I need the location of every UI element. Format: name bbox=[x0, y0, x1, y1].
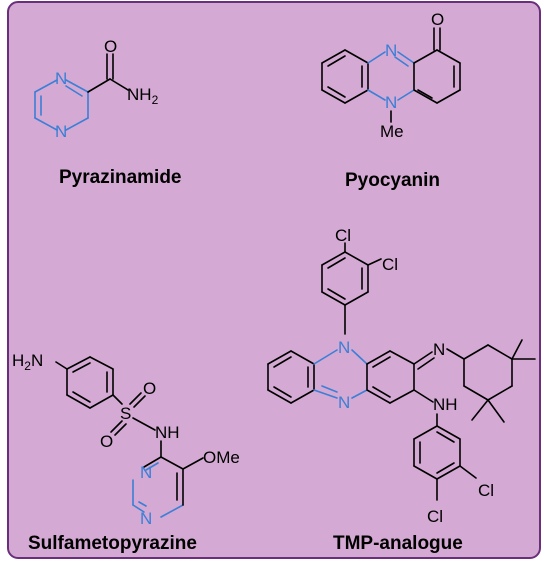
sulfa-n-ring-top: N bbox=[140, 463, 152, 482]
sulfametopyrazine-label: Sulfametopyrazine bbox=[28, 533, 197, 554]
tmp-n-bottom: N bbox=[338, 393, 350, 412]
sulfa-nh: NH bbox=[155, 423, 180, 442]
pyrazinamide-structure: N N O NH2 bbox=[34, 37, 159, 141]
sulfametopyrazine-structure: H2N S O O NH OMe N N bbox=[12, 351, 240, 528]
pyocyanin-n-top: N bbox=[385, 41, 397, 60]
sulfa-sulfur: S bbox=[120, 404, 131, 423]
pyrazinamide-n-bottom: N bbox=[55, 122, 67, 141]
sulfa-o-top: O bbox=[143, 379, 156, 398]
pyrazinamide-n-top: N bbox=[55, 69, 67, 88]
tmp-cl-3: Cl bbox=[478, 481, 494, 500]
pyrazinamide-amide: NH2 bbox=[127, 85, 159, 107]
tmp-n-top: N bbox=[338, 338, 350, 357]
tmp-nh: NH bbox=[433, 395, 458, 414]
pyocyanin-structure: N O N Me bbox=[321, 10, 461, 141]
tmp-analogue-label: TMP-analogue bbox=[333, 533, 463, 554]
sulfa-ome: OMe bbox=[203, 448, 240, 467]
sulfa-n-ring-bottom: N bbox=[140, 509, 152, 528]
pyocyanin-methyl: Me bbox=[380, 122, 404, 141]
sulfa-o-bottom: O bbox=[100, 432, 113, 451]
tmp-cl-1: Cl bbox=[335, 226, 351, 245]
tmp-n-imine: N bbox=[433, 340, 445, 359]
tmp-cl-2: Cl bbox=[382, 255, 398, 274]
pyocyanin-label: Pyocyanin bbox=[345, 170, 440, 191]
pyocyanin-n-bottom: N bbox=[385, 93, 397, 112]
tmp-cl-4: Cl bbox=[427, 507, 443, 526]
tmp-analogue-structure: Cl Cl N bbox=[267, 226, 536, 526]
pyrazinamide-oxygen: O bbox=[104, 37, 117, 56]
pyrazinamide-label: Pyrazinamide bbox=[59, 167, 182, 188]
sulfa-amine: H2N bbox=[12, 351, 43, 373]
panel-background bbox=[7, 1, 541, 559]
pyocyanin-oxygen: O bbox=[431, 10, 444, 29]
